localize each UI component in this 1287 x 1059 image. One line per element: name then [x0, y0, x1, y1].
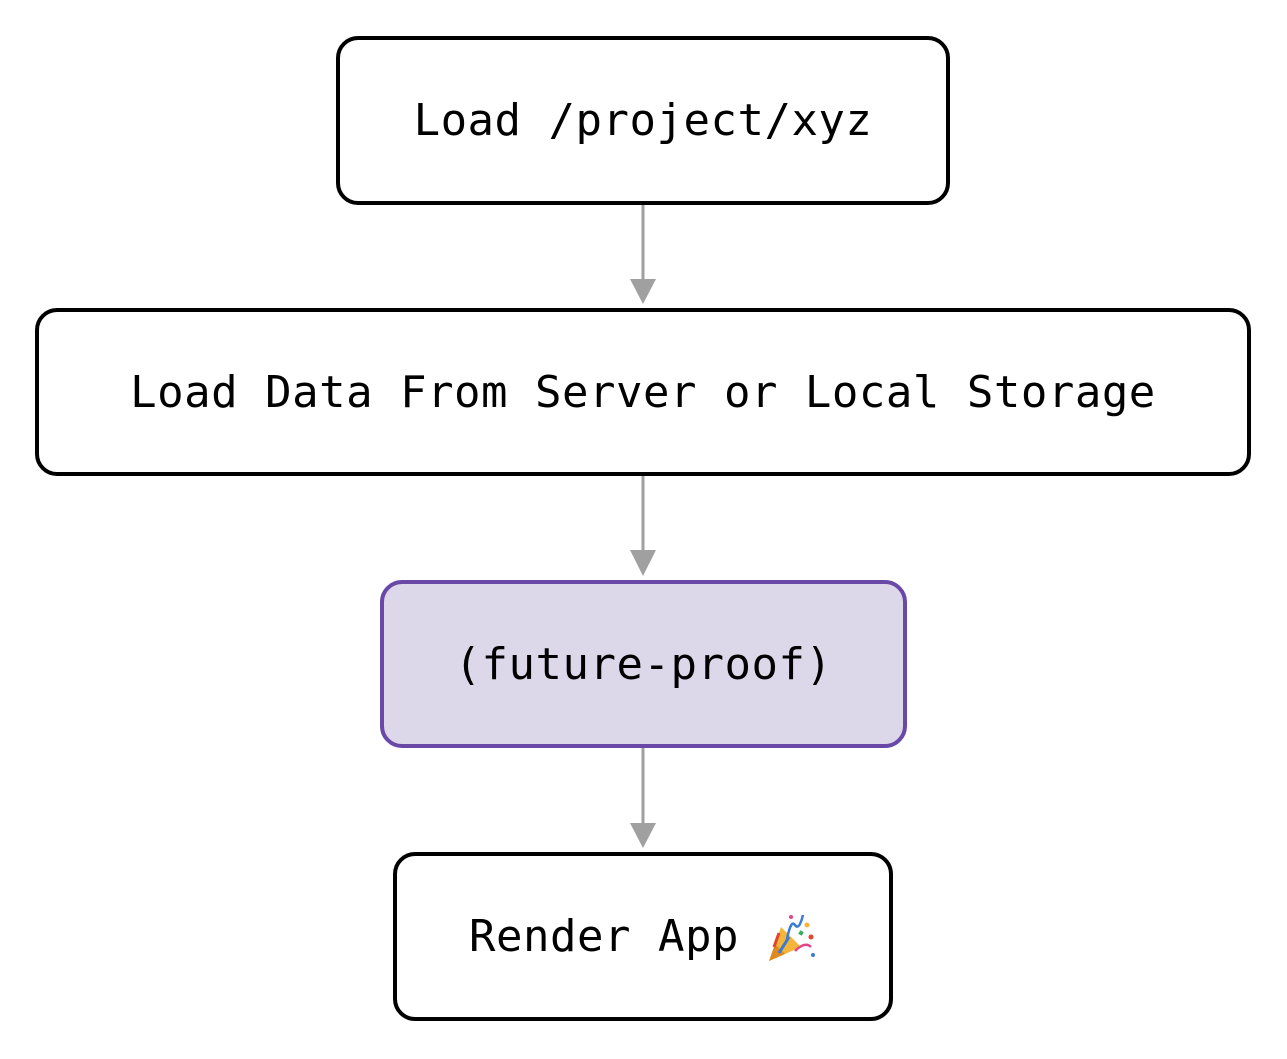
arrow-n3-n4	[630, 748, 656, 848]
node-load-data: Load Data From Server or Local Storage	[35, 308, 1251, 476]
arrow-n1-n2	[630, 205, 656, 304]
node-label: Load /project/xyz	[413, 95, 873, 146]
arrow-n2-n3	[630, 476, 656, 576]
node-label: Load Data From Server or Local Storage	[130, 366, 1156, 418]
node-load-project: Load /project/xyz	[336, 36, 950, 205]
party-popper-icon	[768, 914, 815, 961]
node-label: Render App	[469, 911, 739, 962]
node-label: (future-proof)	[454, 638, 833, 690]
node-render-app: Render App	[393, 852, 893, 1021]
node-future-proof: (future-proof)	[380, 580, 907, 748]
